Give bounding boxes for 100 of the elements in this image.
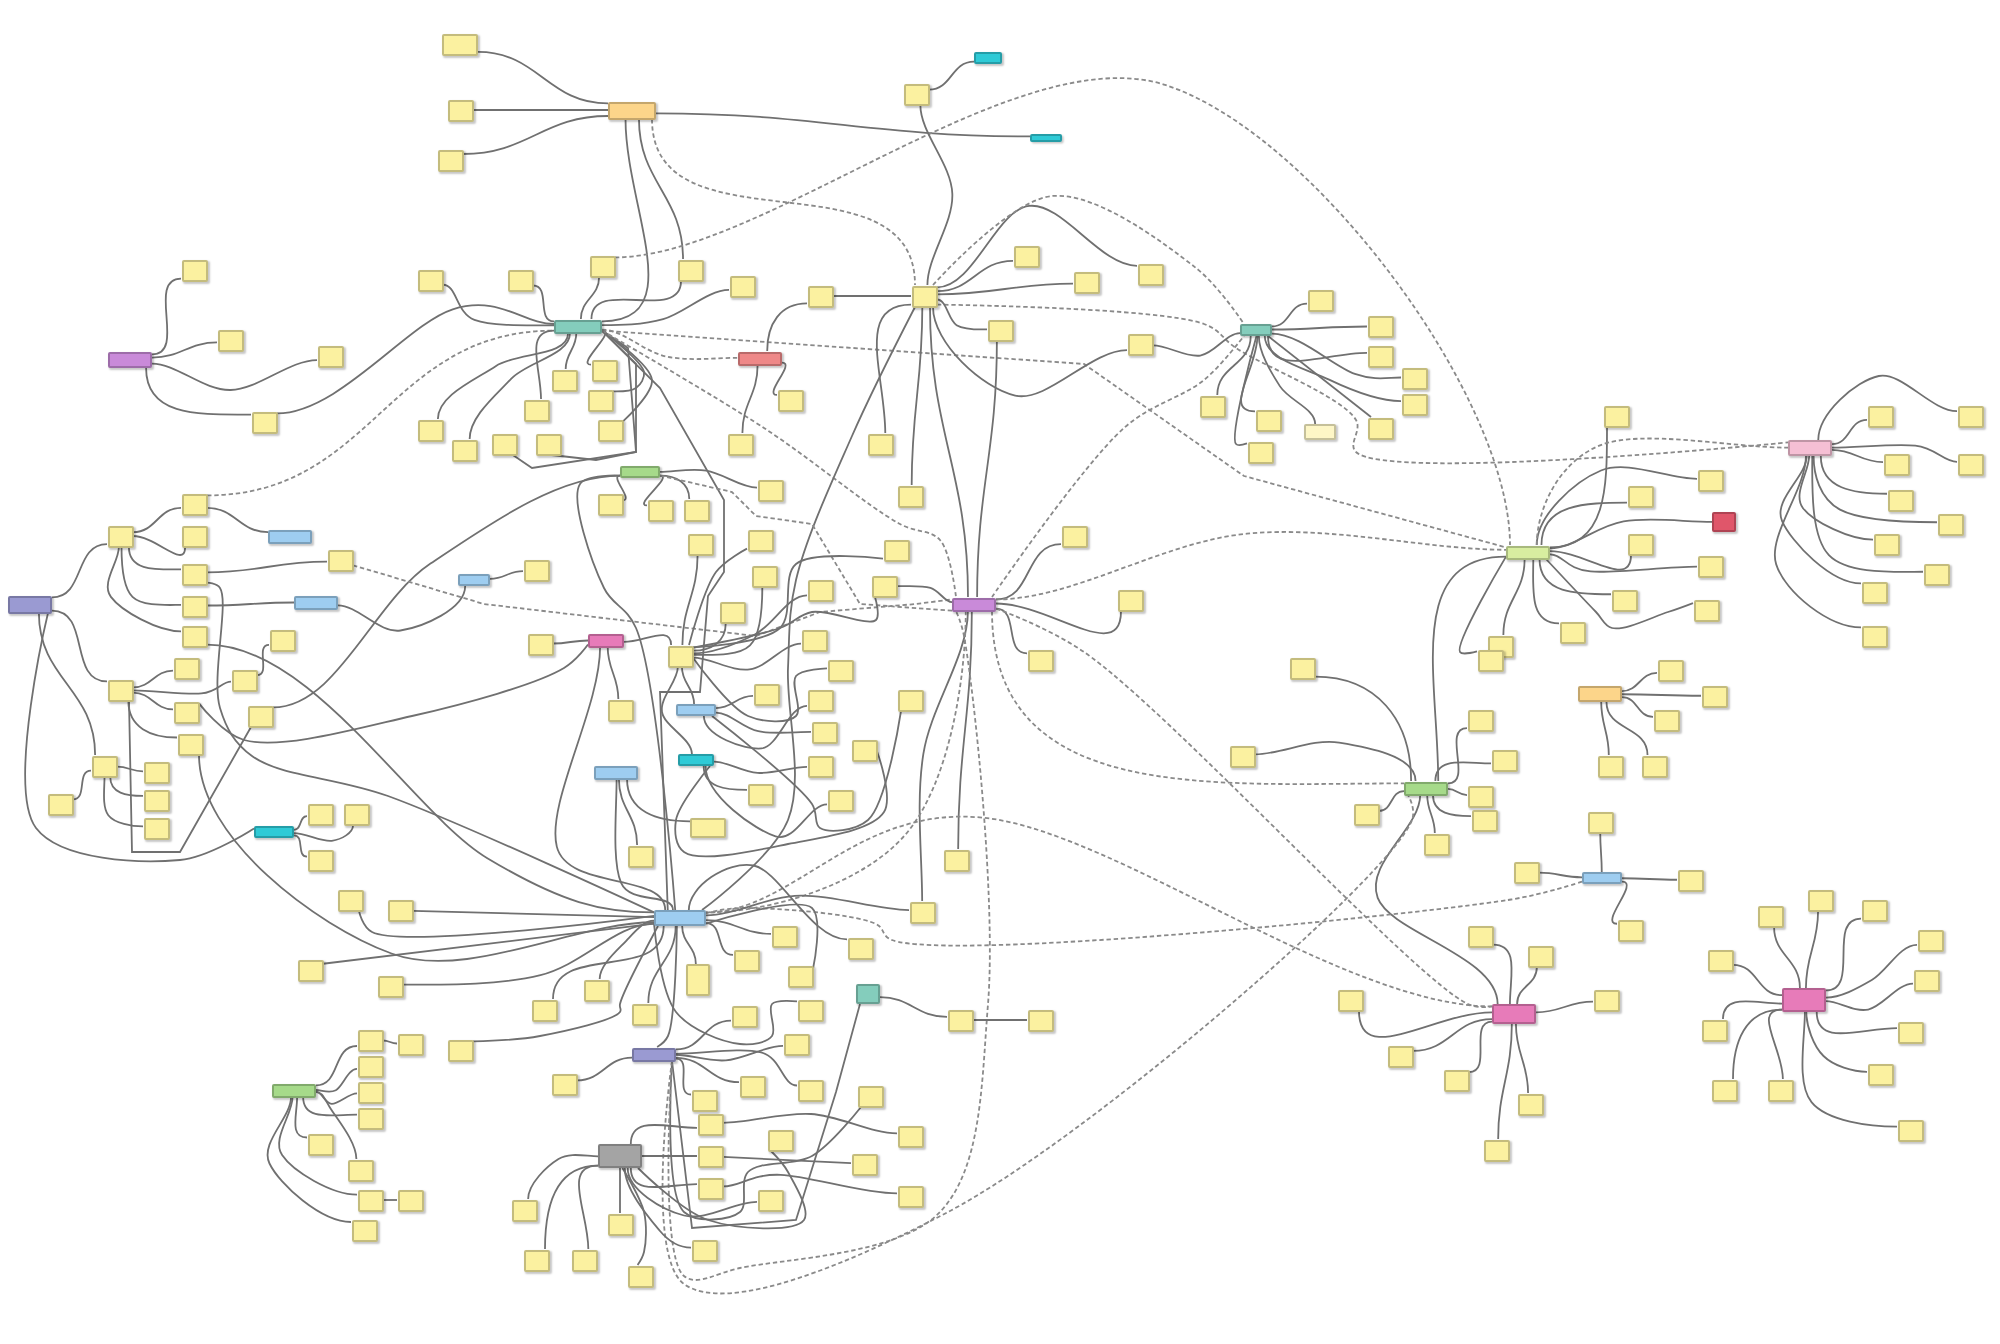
connector-line bbox=[315, 1045, 358, 1087]
sticky-note bbox=[827, 789, 853, 811]
connector-line bbox=[692, 622, 727, 652]
connector-line bbox=[932, 306, 1128, 398]
connector-line bbox=[928, 60, 975, 91]
connector-line bbox=[472, 109, 609, 111]
connector-line bbox=[687, 864, 848, 941]
connector-line bbox=[145, 367, 252, 416]
connector-line bbox=[1431, 555, 1507, 782]
sticky-note bbox=[1653, 709, 1679, 731]
sticky-note bbox=[1307, 289, 1333, 311]
connector-line bbox=[598, 919, 655, 980]
sticky-note bbox=[1861, 625, 1887, 647]
sticky-note bbox=[1423, 833, 1449, 855]
connector-line bbox=[660, 666, 693, 755]
sticky-note bbox=[47, 793, 73, 815]
sticky-note bbox=[591, 359, 617, 381]
connector-line bbox=[532, 284, 555, 323]
connector-line bbox=[1497, 1023, 1513, 1140]
connector-line bbox=[151, 341, 218, 359]
sticky-note bbox=[327, 549, 353, 571]
sticky-note bbox=[691, 1239, 717, 1261]
connector-line bbox=[936, 259, 1014, 293]
connector-line bbox=[647, 925, 677, 1004]
connector-line bbox=[206, 581, 655, 914]
connector-line bbox=[132, 669, 174, 689]
sticky-note bbox=[767, 1129, 793, 1151]
connector-line bbox=[832, 295, 912, 297]
connector-line bbox=[675, 1057, 692, 1096]
connector-line bbox=[1468, 1020, 1493, 1073]
sticky-note bbox=[1957, 405, 1983, 427]
connector-line bbox=[586, 329, 607, 366]
connector-line bbox=[919, 104, 954, 286]
connector-line bbox=[910, 306, 924, 486]
sticky-note bbox=[677, 259, 703, 281]
connector-line bbox=[692, 555, 884, 649]
dashed-connector-line bbox=[614, 77, 1511, 546]
connector-line bbox=[315, 1090, 358, 1105]
sticky-note bbox=[1471, 809, 1497, 831]
dashed-connector-line bbox=[995, 607, 1493, 1008]
sticky-note bbox=[1127, 333, 1153, 355]
connector-line bbox=[704, 765, 828, 838]
connector-line bbox=[669, 1060, 862, 1221]
sticky-note bbox=[397, 1189, 423, 1211]
sticky-note bbox=[1467, 785, 1493, 807]
connector-line bbox=[1152, 332, 1241, 357]
connector-line bbox=[1458, 555, 1507, 655]
connector-line bbox=[715, 711, 812, 734]
connector-line bbox=[705, 919, 772, 935]
connector-line bbox=[702, 765, 748, 791]
sticky-note bbox=[297, 959, 323, 981]
sticky-note bbox=[307, 803, 333, 825]
sticky-note bbox=[1527, 945, 1553, 967]
connector-line bbox=[489, 570, 524, 580]
sticky-note bbox=[357, 1081, 383, 1103]
sticky-note bbox=[1603, 405, 1629, 427]
sticky-note bbox=[1513, 861, 1539, 883]
connector-line bbox=[722, 1173, 898, 1195]
connector-line bbox=[51, 543, 108, 599]
sticky-note bbox=[511, 1199, 537, 1221]
sticky-note bbox=[1861, 581, 1887, 603]
sticky-note bbox=[1767, 1079, 1793, 1101]
connector-line bbox=[382, 1199, 398, 1201]
sticky-note bbox=[729, 275, 755, 297]
connector-line bbox=[976, 340, 998, 598]
sticky-note bbox=[107, 525, 133, 547]
topic-box bbox=[1492, 1004, 1536, 1024]
connector-line bbox=[1812, 455, 1938, 524]
sticky-note bbox=[1867, 405, 1893, 427]
connector-line bbox=[705, 903, 819, 970]
sticky-note bbox=[357, 1189, 383, 1211]
connector-line bbox=[629, 1123, 698, 1145]
sticky-note bbox=[1255, 409, 1281, 431]
sticky-note bbox=[357, 1029, 383, 1051]
sticky-note bbox=[647, 499, 673, 521]
connector-line bbox=[472, 925, 659, 1043]
connector-line bbox=[705, 922, 734, 956]
connector-line bbox=[972, 1019, 1028, 1021]
connector-line bbox=[358, 910, 655, 938]
connector-line bbox=[1831, 444, 1958, 463]
sticky-note bbox=[417, 419, 443, 441]
sticky-note bbox=[847, 937, 873, 959]
sticky-note bbox=[597, 493, 623, 515]
dashed-connector-line bbox=[601, 328, 739, 360]
connector-line bbox=[1434, 761, 1492, 782]
sticky-note bbox=[807, 579, 833, 601]
sticky-note bbox=[377, 975, 403, 997]
sticky-note bbox=[447, 99, 473, 121]
topic-box bbox=[856, 984, 880, 1004]
connector-line bbox=[936, 298, 988, 331]
connector-line bbox=[1825, 943, 1918, 999]
connector-line bbox=[702, 704, 808, 750]
connector-line bbox=[527, 1154, 599, 1200]
sticky-note bbox=[1401, 393, 1427, 415]
dashed-connector-line bbox=[667, 610, 991, 1281]
connector-line bbox=[918, 610, 969, 902]
sticky-note bbox=[943, 849, 969, 871]
topic-box bbox=[254, 826, 294, 838]
sticky-note bbox=[143, 761, 169, 783]
connector-line bbox=[132, 680, 232, 695]
